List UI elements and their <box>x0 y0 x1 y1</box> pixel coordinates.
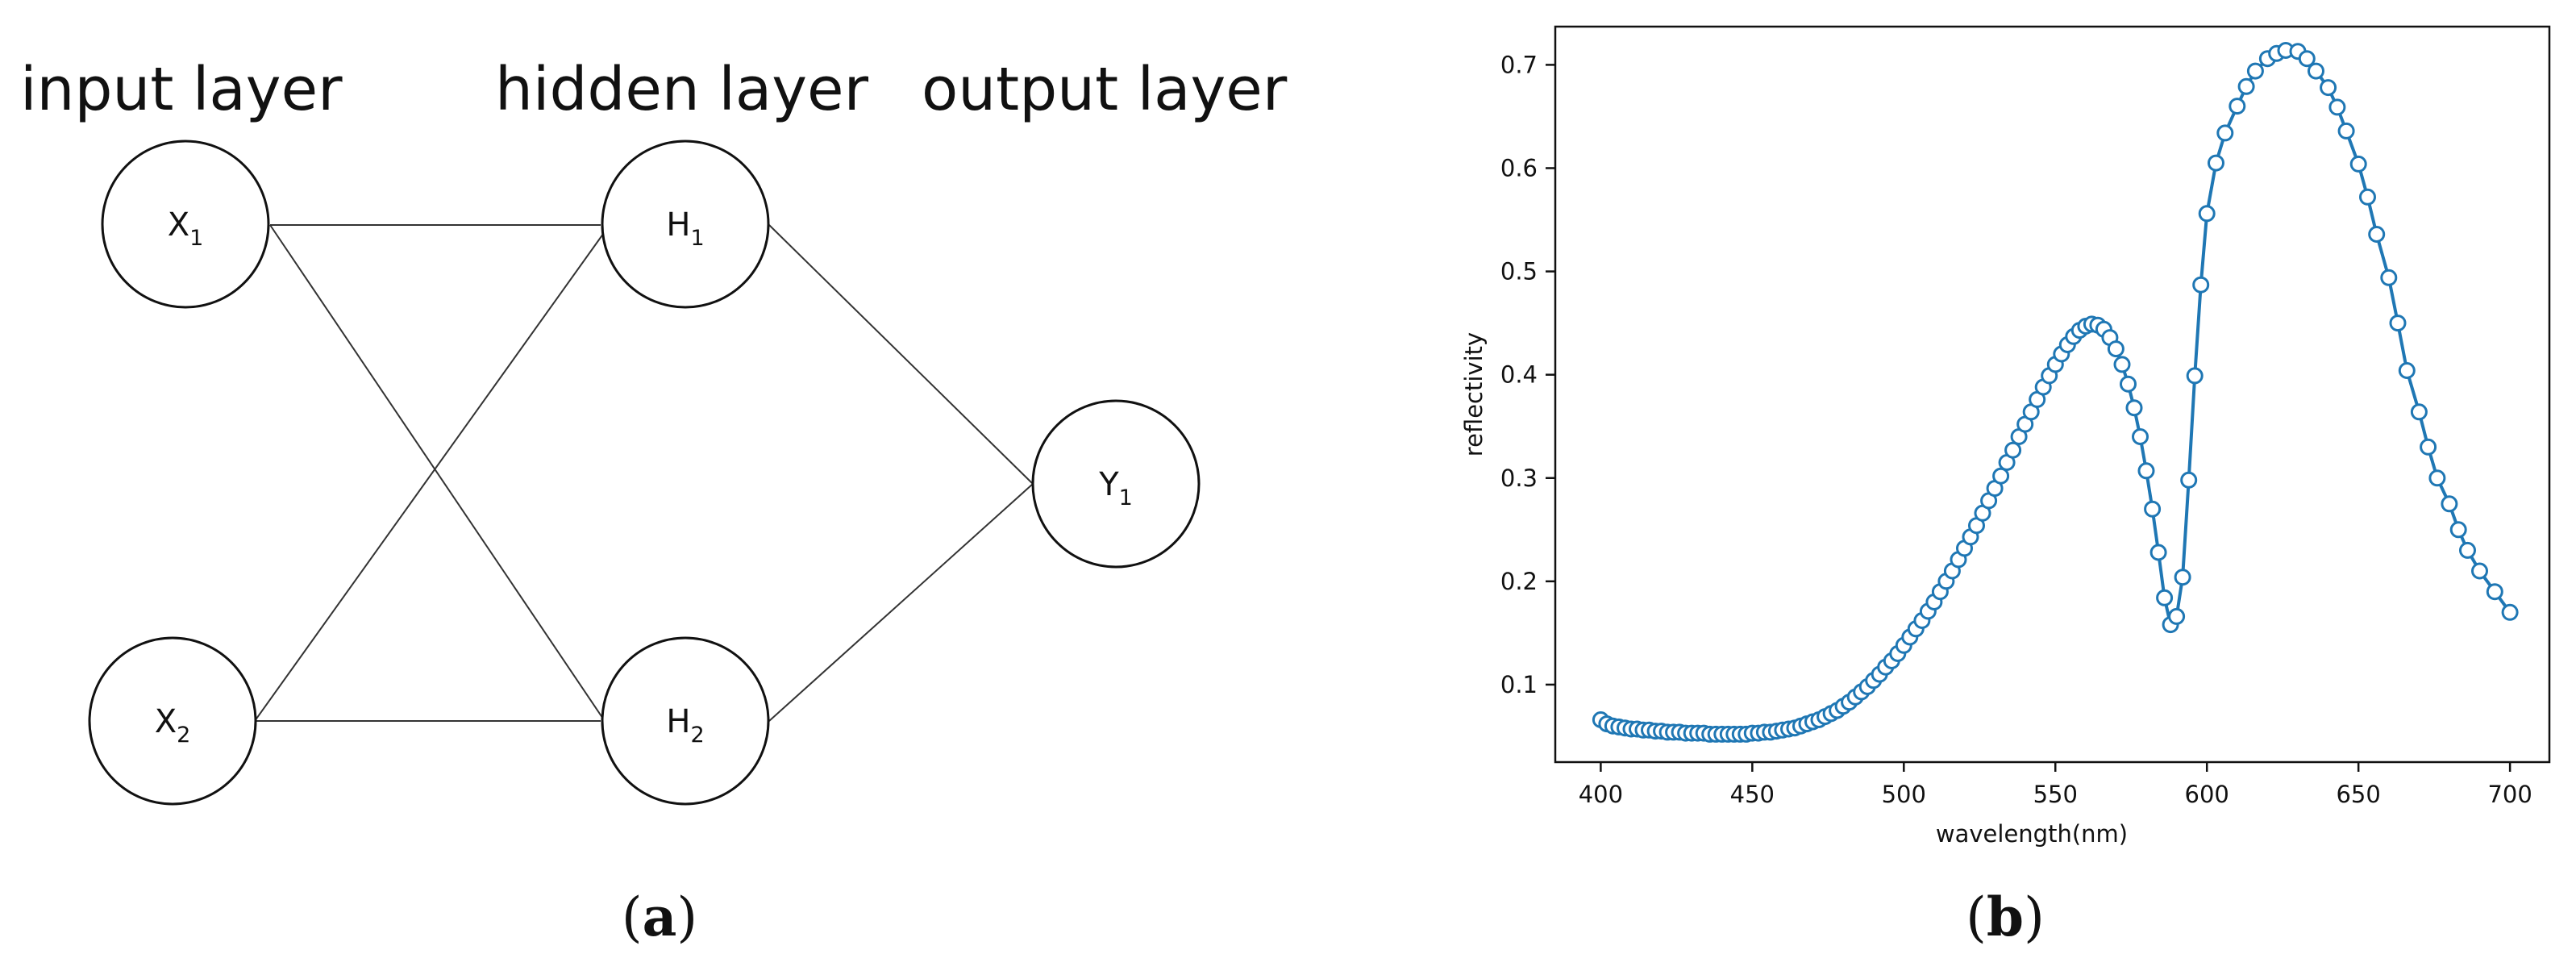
data-point <box>2144 500 2162 518</box>
data-point <box>2428 469 2446 487</box>
data-point <box>2004 441 2022 459</box>
y-tick-label: 0.6 <box>1500 154 1538 181</box>
data-point <box>2208 154 2224 172</box>
x-tick-label: 400 <box>1579 781 1623 808</box>
data-point <box>2174 569 2191 586</box>
node-x2: X2 <box>88 636 257 806</box>
panel-b-reflectivity-chart: 400 450 500 550 600 650 700 0.1 0.2 0.3 0.4 0.5 0.6… <box>1460 25 2551 948</box>
y-tick-label: 0.7 <box>1500 51 1538 78</box>
data-point <box>2398 362 2416 379</box>
data-point <box>2237 77 2255 95</box>
data-point <box>2328 98 2346 116</box>
node-h2: H2 <box>601 636 770 806</box>
data-point <box>2410 403 2428 421</box>
data-point <box>2298 50 2316 68</box>
panel-b-label: (b) <box>1966 885 2045 948</box>
edge-h1-y1 <box>768 224 1034 485</box>
y-axis-title: reflectivity <box>1460 332 1488 456</box>
data-point <box>2192 276 2210 294</box>
data-point <box>2198 205 2216 223</box>
data-point <box>2132 428 2149 445</box>
y-tick-label: 0.2 <box>1500 568 1538 595</box>
x-tick-label: 450 <box>1730 781 1775 808</box>
x-tick-label: 650 <box>2336 781 2380 808</box>
y-tick-label: 0.1 <box>1500 671 1538 698</box>
data-point <box>2359 188 2376 206</box>
node-x1: X1 <box>101 140 270 309</box>
data-point <box>2168 607 2186 625</box>
node-h2-label: H2 <box>666 703 704 748</box>
node-h1-label: H1 <box>666 206 704 251</box>
data-point <box>2113 356 2131 373</box>
y-tick-label: 0.3 <box>1500 465 1538 492</box>
node-h1: H1 <box>601 140 770 309</box>
data-point <box>2486 583 2503 601</box>
node-x2-circle <box>88 636 257 806</box>
data-point <box>2186 367 2204 385</box>
panel-a-label: (a) <box>622 885 697 948</box>
output-layer-title: output layer <box>922 55 1288 124</box>
data-point <box>2389 315 2407 332</box>
chart-series-group <box>1592 42 2519 743</box>
x-tick-label: 550 <box>2033 781 2078 808</box>
data-point <box>2229 98 2246 115</box>
node-y1: Y1 <box>1031 399 1201 569</box>
edge-x2-h1 <box>254 224 610 722</box>
data-point <box>2368 226 2386 243</box>
edge-group <box>254 224 1034 729</box>
data-point <box>2441 495 2458 513</box>
data-point <box>2246 62 2264 80</box>
data-point <box>2320 79 2337 97</box>
node-h1-circle <box>601 140 770 309</box>
x-axis-ticks: 400 450 500 550 600 650 700 <box>1579 762 2532 808</box>
data-point <box>2308 62 2324 80</box>
x-axis-title: wavelength(nm) <box>1936 820 2128 848</box>
data-point <box>2180 471 2198 489</box>
data-point <box>2107 340 2124 358</box>
data-point <box>2156 589 2174 606</box>
plot-frame <box>1554 25 2551 764</box>
reflectivity-markers <box>1592 42 2519 743</box>
data-point <box>2137 462 2155 480</box>
x-tick-label: 700 <box>2487 781 2532 808</box>
y-tick-label: 0.4 <box>1500 361 1538 389</box>
node-x1-circle <box>101 140 270 309</box>
edge-h2-y1 <box>768 483 1034 722</box>
hidden-layer-title: hidden layer <box>495 55 869 124</box>
data-point <box>2501 603 2519 621</box>
y-tick-label: 0.5 <box>1500 258 1538 285</box>
x-tick-label: 500 <box>1882 781 1926 808</box>
data-point <box>1992 467 2010 485</box>
node-y1-label: Y1 <box>1098 466 1133 510</box>
data-point <box>2459 541 2476 559</box>
data-point <box>2337 122 2355 140</box>
panel-a-network-diagram: input layer hidden layer output layer X1… <box>20 55 1288 948</box>
data-point <box>2380 269 2398 286</box>
y-axis-ticks: 0.1 0.2 0.3 0.4 0.5 0.6 0.7 <box>1500 51 1555 698</box>
node-y1-circle <box>1031 399 1201 569</box>
data-point <box>2420 438 2437 456</box>
x-tick-label: 600 <box>2185 781 2229 808</box>
data-point <box>2471 562 2488 580</box>
input-layer-title: input layer <box>20 55 343 124</box>
edge-x1-h2 <box>269 224 610 729</box>
data-point <box>2349 155 2367 173</box>
data-point <box>2449 521 2467 539</box>
reflectivity-series-line <box>1600 48 2511 736</box>
node-h2-circle <box>601 636 770 806</box>
data-point <box>2120 375 2137 393</box>
data-point <box>2125 399 2143 417</box>
node-x1-label: X1 <box>168 206 204 251</box>
data-point <box>2216 124 2234 142</box>
data-point <box>2149 544 2167 561</box>
node-x2-label: X2 <box>155 703 191 748</box>
